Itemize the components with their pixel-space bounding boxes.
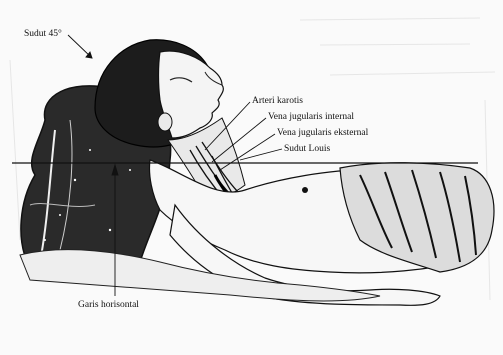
internal-jugular-label: Vena jugularis internal	[268, 112, 354, 123]
ear	[158, 113, 172, 131]
nipple	[302, 187, 308, 193]
horizontal-line-label: Garis horisontal	[78, 300, 139, 311]
external-jugular-label: Vena jugularis eksternal	[277, 128, 368, 139]
carotid-artery-label: Arteri karotis	[252, 96, 303, 107]
angle-label: Sudut 45°	[24, 29, 62, 40]
sternal-angle-label: Sudut Louis	[284, 144, 330, 155]
